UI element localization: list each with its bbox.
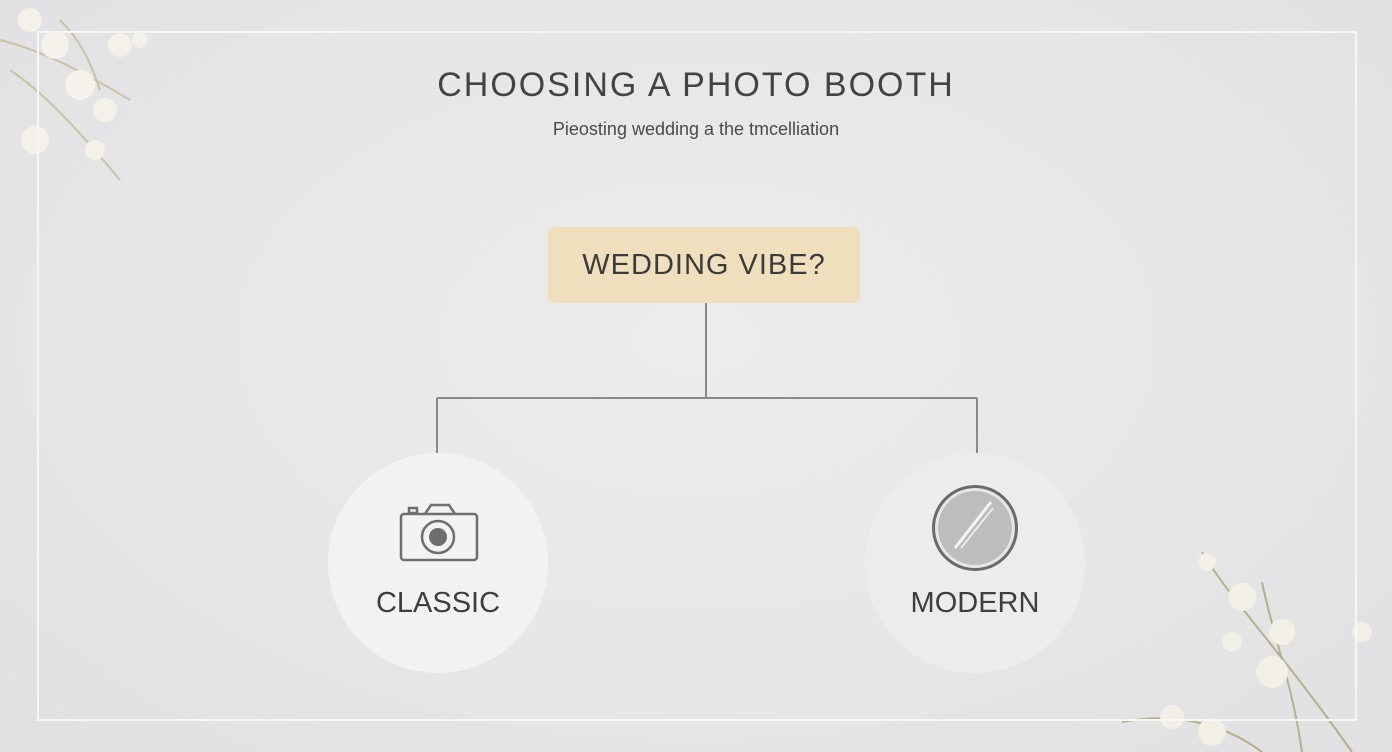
- page-title: CHOOSING A PHOTO BOOTH: [437, 66, 955, 104]
- page-frame: [37, 31, 1357, 721]
- option-label-modern: MODERN: [910, 587, 1040, 619]
- mirror-disc-icon: [932, 485, 1018, 571]
- flower-decoration-bottom-right: [1121, 551, 1372, 752]
- option-label-classic: CLASSIC: [375, 587, 501, 619]
- option-node-modern: MODERN: [865, 453, 1085, 673]
- root-node-wedding-vibe: WEDDING VIBE?: [548, 227, 860, 303]
- flower-decoration-top-left: [0, 8, 148, 181]
- page-subtitle: Pieosting wedding a the tmcelliation: [552, 119, 840, 139]
- option-node-classic: CLASSIC: [328, 453, 548, 673]
- camera-icon: [399, 503, 479, 562]
